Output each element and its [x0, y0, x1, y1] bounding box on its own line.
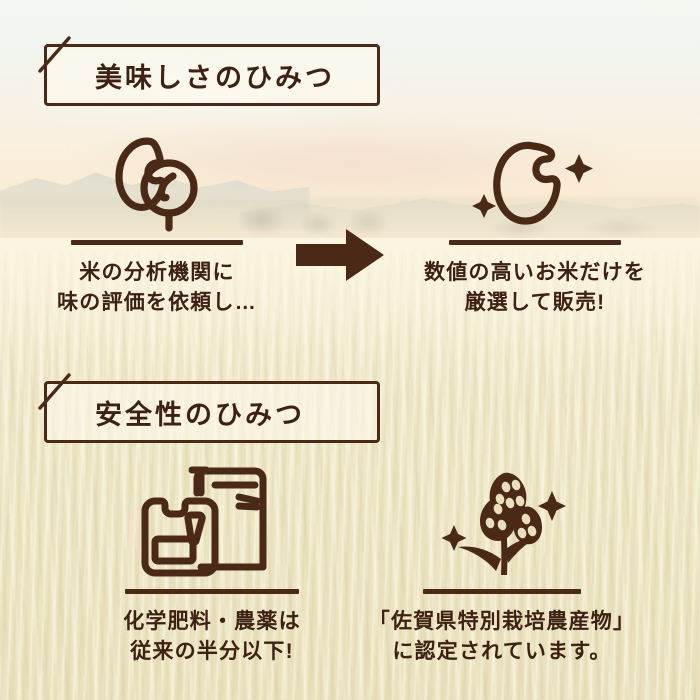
- corner-slash-icon-2: [38, 373, 71, 410]
- caption-certified: 「佐賀県特別栽培農産物」 に認定されています。: [369, 607, 635, 667]
- caption-analysis-line-2: 味の評価を依頼し…: [57, 290, 257, 314]
- caption-certified-line-2: に認定されています。: [392, 639, 612, 663]
- section-title-taste: 美味しさのひみつ: [95, 62, 335, 93]
- icon-selection-wrap: [471, 128, 599, 232]
- arrow-right-icon: [296, 229, 384, 281]
- cell-analysis: 米の分析機関に 味の評価を依頼し…: [42, 128, 272, 318]
- section-title-box-safety: 安全性のひみつ: [38, 373, 380, 443]
- icon-chemicals-wrap: [129, 463, 295, 581]
- divider-analysis: [71, 240, 243, 245]
- rice-grain-magnifier-icon: [115, 137, 198, 232]
- caption-chemicals: 化学肥料・農薬は 従来の半分以下!: [123, 607, 301, 667]
- divider-certified: [423, 589, 581, 594]
- icon-analysis-wrap: [103, 128, 211, 232]
- sparkle-icon-right: [538, 491, 566, 521]
- caption-analysis: 米の分析機関に 味の評価を依頼し…: [57, 258, 257, 318]
- divider-chemicals: [125, 589, 299, 594]
- cell-chemicals: 化学肥料・農薬は 従来の半分以下!: [100, 463, 324, 667]
- caption-selection: 数値の高いお米だけを 厳選して販売!: [424, 258, 646, 318]
- caption-selection-line-1: 数値の高いお米だけを: [424, 261, 646, 284]
- section-title-box-taste: 美味しさのひみつ: [38, 36, 380, 106]
- caption-certified-line-1: 「佐賀県特別栽培農産物」: [368, 610, 636, 633]
- corner-slash-icon: [38, 36, 71, 73]
- sparkle-icon-left: [441, 525, 467, 551]
- caption-selection-line-2: 厳選して販売!: [464, 290, 606, 314]
- cell-selection: 数値の高いお米だけを 厳選して販売!: [420, 128, 650, 318]
- icon-certified-wrap: [438, 463, 566, 581]
- rice-ear-sparkle-icon: [441, 472, 566, 575]
- sparkle-icon-bottom: [472, 194, 496, 218]
- sparkle-icon-top: [565, 154, 593, 183]
- rice-grain-sparkle-icon: [472, 141, 593, 225]
- caption-chemicals-line-1: 化学肥料・農薬は: [123, 610, 301, 633]
- cell-certified: 「佐賀県特別栽培農産物」 に認定されています。: [369, 463, 635, 667]
- section-title-safety: 安全性のひみつ: [95, 399, 305, 430]
- divider-selection: [449, 240, 621, 245]
- caption-analysis-line-1: 米の分析機関に: [79, 261, 235, 284]
- caption-chemicals-line-2: 従来の半分以下!: [130, 639, 294, 663]
- fertilizer-container-icon: [141, 466, 267, 577]
